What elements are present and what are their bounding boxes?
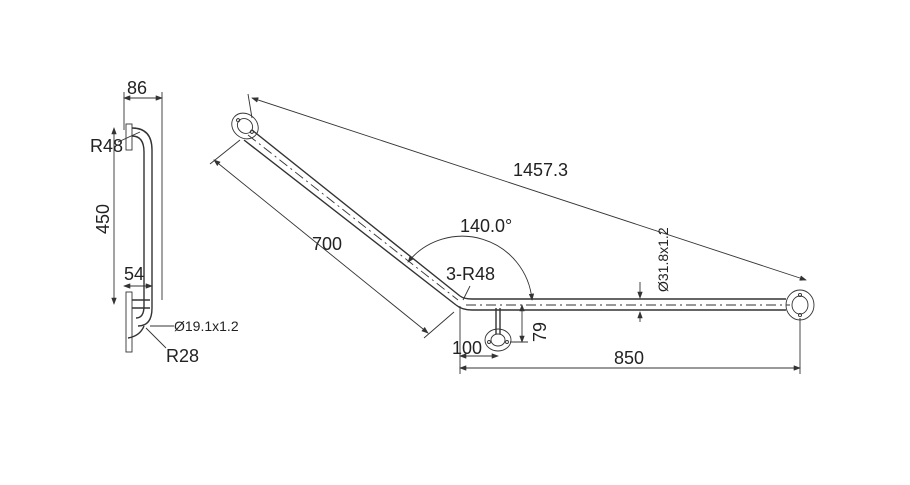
dim-700: 700 — [312, 234, 342, 254]
top-view: 1457.3 700 140.0° 3-R48 Ø31.8x1.2 79 100… — [209, 93, 815, 374]
angle-arc — [407, 235, 535, 301]
dim-angle: 140.0° — [460, 216, 512, 236]
dim-79: 79 — [530, 322, 550, 342]
dim-r48: R48 — [90, 136, 123, 156]
ext-line — [247, 93, 253, 119]
dim-100: 100 — [452, 338, 482, 358]
dim-1457: 1457.3 — [513, 160, 568, 180]
diagonal-tube — [243, 129, 461, 306]
support-flange — [484, 308, 512, 352]
dim-850: 850 — [614, 348, 644, 368]
ext-line — [209, 139, 241, 165]
leader-r48 — [117, 131, 141, 143]
dim-450: 450 — [93, 204, 113, 234]
dim-86: 86 — [127, 78, 147, 98]
left-flange — [231, 112, 259, 140]
diagonal-centerline — [247, 134, 459, 301]
bottom-return — [127, 299, 150, 339]
dim-tube: Ø19.1x1.2 — [174, 318, 239, 334]
side-view: 86 R48 450 54 Ø19.1x1.2 R28 — [90, 78, 239, 366]
dim-r28: R28 — [166, 346, 199, 366]
vertical-tube — [131, 127, 153, 327]
dim-line-1457 — [251, 97, 807, 281]
horizontal-tube — [472, 298, 786, 311]
dim-line-700 — [213, 159, 429, 334]
wall-plate-upper — [125, 123, 133, 151]
wall-plate-lower — [125, 291, 133, 353]
leader-3-r48 — [462, 285, 471, 301]
dim-54: 54 — [124, 264, 144, 284]
right-flange — [785, 289, 815, 321]
ext-line — [423, 311, 455, 339]
dim-3-r48: 3-R48 — [446, 264, 495, 284]
leader-r28 — [145, 327, 167, 349]
dim-flange-dia: Ø31.8x1.2 — [655, 227, 671, 292]
